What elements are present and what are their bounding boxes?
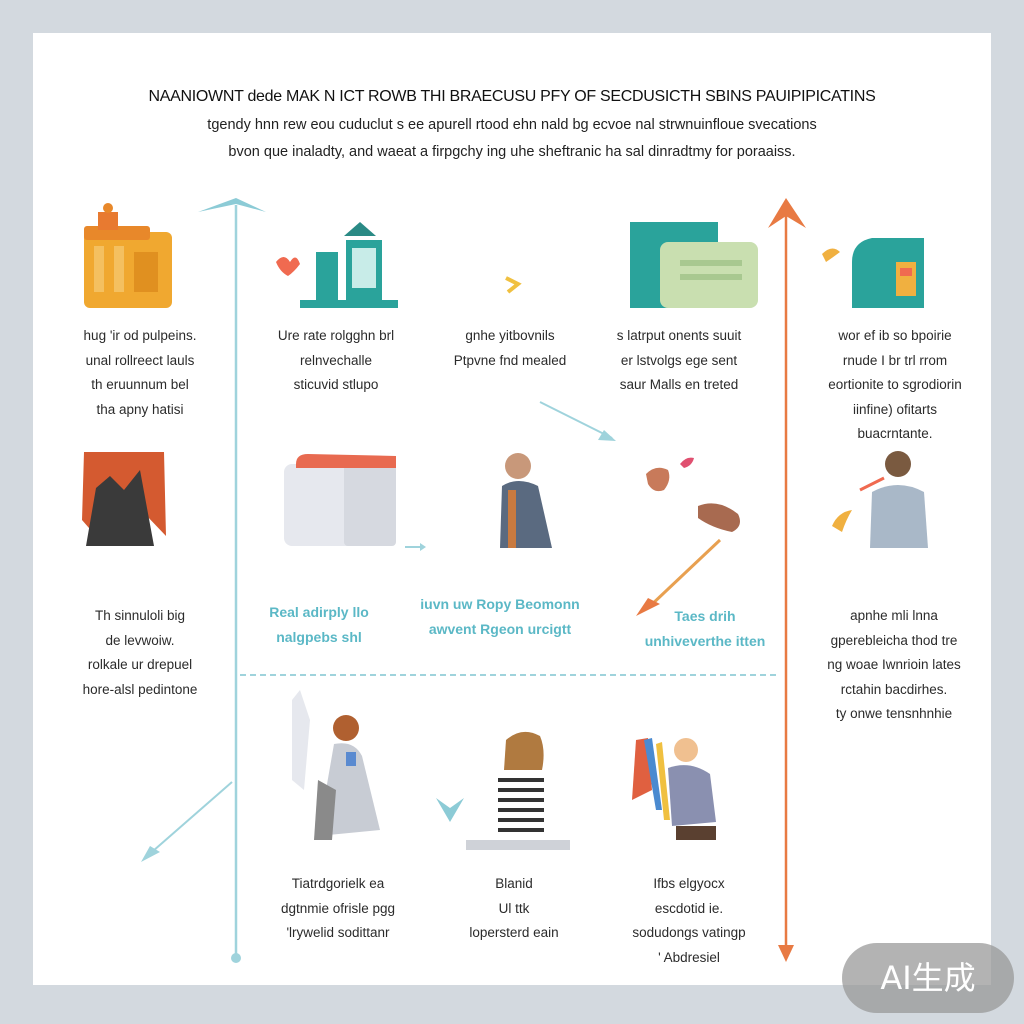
caption-1-line: th eruunnum bel [91,377,189,392]
caption-4-line: er lstvolgs ege sent [620,352,738,368]
orange-axis-arrowhead [768,198,806,228]
caption-10-line: escdotid ie. [654,900,724,916]
caption-10-line: sodudongs vatingp [632,925,746,940]
caption-10: Ifbs elgyocx escdotid ie. sodudongs vati… [604,872,774,970]
teal-label-1: Real adirply llo nalgpebs shl [244,600,394,650]
caption-2-line: sticuvid stlupo [293,377,379,392]
box-icon [284,454,396,546]
teal-lower-arrow [144,781,233,859]
teal-label-3-line: unhiveverthe itten [644,633,766,649]
caption-3-line: gnhe yitbovnils [465,328,555,343]
title-line-2: tgendy hnn rew eou cuduclut s ee apurell… [207,117,817,133]
axis-arrows [141,198,806,963]
caption-5-line: buacrntante. [857,426,933,441]
caption-3: gnhe yitbovnils Ptpvne fnd mealed [420,324,600,373]
caption-9-line: Ul ttk [498,900,530,916]
shoes-icon [646,457,740,532]
caption-7-line: ty onwe tensnhnhie [835,706,953,721]
caption-9-line: lopersterd eain [469,925,559,940]
caption-4-line: s latrput onents suuit [616,328,742,343]
caption-9-line: Blanid [495,876,533,891]
monitor-icon [630,222,758,308]
man-icon [500,453,552,548]
caption-5-line: eortionite to sgrodiorin [828,377,962,392]
teal-label-2: iuvn uw Ropy Beomonn awvent Rgeon urcigt… [400,592,600,642]
teal-label-3-line: Taes drih [674,608,736,624]
caption-7: apnhe mli lnna gperebleicha thod tre ng … [796,604,992,727]
caption-8-line: dgtnmie ofrisle pgg [280,900,396,916]
caption-4-line: saur Malls en treted [619,377,739,392]
caption-8: Tiatrdgorielk ea dgtnmie ofrisle pgg 'lr… [248,872,428,946]
computer-icon [822,238,924,308]
caption-2-line: relnvechalle [299,352,373,368]
caption-5-line: rnude I br trl rrom [842,352,948,368]
caption-4: s latrput onents suuit er lstvolgs ege s… [584,324,774,398]
caption-6-line: de levwoiw. [105,632,175,648]
teal-diag-arrow [539,401,613,439]
chevron-icon [505,276,522,294]
teal-label-3: Taes drih unhiveverthe itten [620,604,790,654]
teal-axis-end [231,953,241,963]
caption-2-line: Ure rate rolgghn brl [277,328,395,343]
small-teal-arrow [420,543,426,551]
caption-8-line: 'lrywelid sodittanr [286,925,390,940]
teal-down-arrowhead [436,798,464,822]
caption-6-line: Th sinnuloli big [94,608,186,623]
person-sitting-icon [632,738,716,840]
caption-7-line: gperebleicha thod tre [830,632,958,648]
teal-label-1-line: nalgpebs shl [276,629,362,645]
orange-axis-end [778,945,794,962]
caption-1-line: tha apny hatisi [96,401,184,417]
caption-10-line: Ifbs elgyocx [653,876,725,891]
person-back-icon [832,451,928,548]
teal-label-2-line: awvent Rgeon urcigtt [428,621,572,637]
castle-icon [84,203,172,308]
caption-1-line: hug 'ir od pulpeins. [83,328,197,343]
house-chart-icon [276,222,398,308]
woman-icon [466,731,570,850]
caption-8-line: Tiatrdgorielk ea [291,876,385,891]
caption-5-line: iinfine) ofitarts [852,401,938,417]
caption-6-line: hore-alsl pedintone [82,681,198,697]
caption-10-line: ' Abdresiel [658,949,720,965]
teal-axis-arrowhead [198,198,266,212]
caption-7-line: apnhe mli lnna [850,608,938,623]
caption-7-line: rctahin bacdirhes. [840,681,948,697]
caption-3-line: Ptpvne fnd mealed [453,352,567,368]
caption-1-line: unal rollreect lauls [85,352,195,368]
caption-9: Blanid Ul ttk lopersterd eain [434,872,594,946]
orange-diag-arrow [646,538,722,610]
cliff-icon [82,452,166,546]
caption-7-line: ng woae Iwnrioin lates [827,657,961,672]
caption-6-line: rolkale ur drepuel [87,657,193,672]
caption-1: hug 'ir od pulpeins. unal rollreect laul… [50,324,230,422]
climber-icon [292,690,380,840]
caption-2: Ure rate rolgghn brl relnvechalle sticuv… [246,324,426,398]
teal-label-2-line: iuvn uw Ropy Beomonn [420,596,580,612]
title-line-1: NAANIOWNT dede MAK N ICT ROWB THI BRAECU… [148,88,876,105]
ai-generated-badge: AI生成 [842,943,1014,1013]
teal-label-1-line: Real adirply llo [269,604,369,620]
caption-6: Th sinnuloli big de levwoiw. rolkale ur … [50,604,230,702]
title-line-3: bvon que inaladty, and waeat a firpgchy … [228,144,796,160]
caption-5-line: wor ef ib so bpoirie [838,328,952,343]
caption-5: wor ef ib so bpoirie rnude I br trl rrom… [800,324,990,447]
